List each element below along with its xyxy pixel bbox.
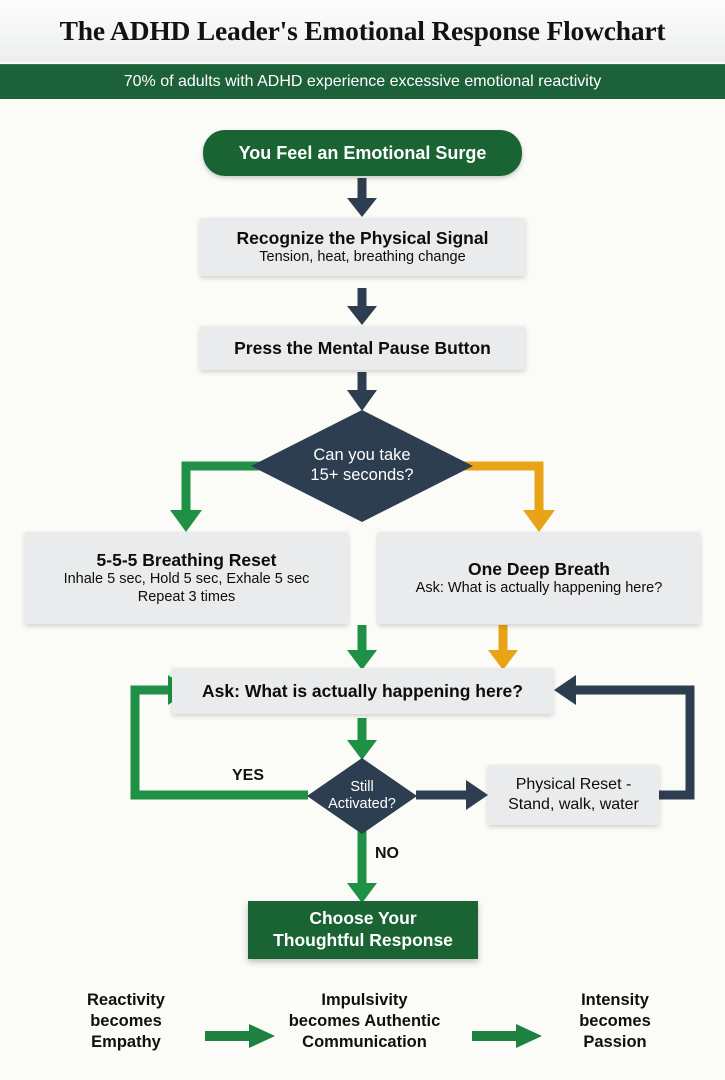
edge-recognize-to-pause (347, 288, 377, 325)
decision-activated-label: Still Activated? (328, 778, 396, 812)
edge-breathing-to-ask (347, 625, 377, 670)
edge-pause-to-decision-time (347, 372, 377, 411)
edge-label-yes: YES (232, 767, 265, 784)
node-ask-what-is-happening[interactable]: Ask: What is actually happening here? (172, 668, 553, 714)
footer-item-2: Impulsivity becomes Authentic Communicat… (288, 991, 441, 1052)
node-breathing-title: 5-5-5 Breathing Reset (96, 549, 277, 570)
node-start-label: You Feel an Emotional Surge (238, 142, 487, 163)
edge-ask-to-decision-activated (347, 718, 377, 760)
edge-label-no: NO (375, 845, 399, 862)
node-one-breath-title: One Deep Breath (468, 558, 610, 579)
node-start[interactable]: You Feel an Emotional Surge (203, 130, 522, 176)
node-one-deep-breath[interactable]: One Deep Breath Ask: What is actually ha… (378, 532, 700, 624)
node-press-mental-pause-button[interactable]: Press the Mental Pause Button (200, 326, 525, 370)
footer-arrow-2-icon (472, 1024, 542, 1048)
subtitle-text: 70% of adults with ADHD experience exces… (123, 73, 602, 90)
subtitle-band: 70% of adults with ADHD experience exces… (0, 64, 725, 99)
edge-start-to-recognize (347, 178, 377, 217)
node-physical-reset-line2: Stand, walk, water (508, 796, 639, 813)
footer-item-3: Intensity becomes Passion (579, 991, 651, 1052)
title-band: The ADHD Leader's Emotional Response Flo… (0, 0, 725, 62)
node-decision-still-activated[interactable]: Still Activated? (307, 758, 417, 834)
node-choose-line1: Choose Your (309, 908, 417, 929)
node-physical-reset[interactable]: Physical Reset - Stand, walk, water (488, 765, 659, 825)
decision-time-label: Can you take 15+ seconds? (310, 446, 414, 484)
node-pause-title: Press the Mental Pause Button (234, 337, 491, 358)
node-breathing-line1: Inhale 5 sec, Hold 5 sec, Exhale 5 sec (63, 570, 310, 587)
node-breathing-line2: Repeat 3 times (137, 589, 236, 606)
edge-decision-activated-to-physical-reset (416, 780, 488, 810)
node-recognize-title: Recognize the Physical Signal (236, 227, 489, 248)
page-title: The ADHD Leader's Emotional Response Flo… (59, 15, 666, 46)
node-one-breath-subtitle: Ask: What is actually happening here? (415, 580, 663, 596)
node-physical-reset-line1: Physical Reset - (515, 776, 632, 793)
node-recognize-physical-signal[interactable]: Recognize the Physical Signal Tension, h… (200, 218, 525, 276)
node-breathing-reset[interactable]: 5-5-5 Breathing Reset Inhale 5 sec, Hold… (25, 532, 348, 624)
node-choose-line2: Thoughtful Response (273, 930, 453, 950)
edge-one-breath-to-ask (488, 625, 518, 670)
node-choose-thoughtful-response[interactable]: Choose Your Thoughtful Response (248, 901, 478, 959)
footer-item-1: Reactivity becomes Empathy (87, 991, 165, 1052)
footer-transformations: Reactivity becomes Empathy Impulsivity b… (0, 980, 725, 1070)
node-decision-can-you-take-15-seconds[interactable]: Can you take 15+ seconds? (251, 410, 473, 522)
node-recognize-subtitle: Tension, heat, breathing change (259, 249, 466, 265)
footer-arrow-1-icon (205, 1024, 275, 1048)
edge-no-to-choose (347, 830, 377, 903)
node-ask-title: Ask: What is actually happening here? (202, 680, 523, 701)
